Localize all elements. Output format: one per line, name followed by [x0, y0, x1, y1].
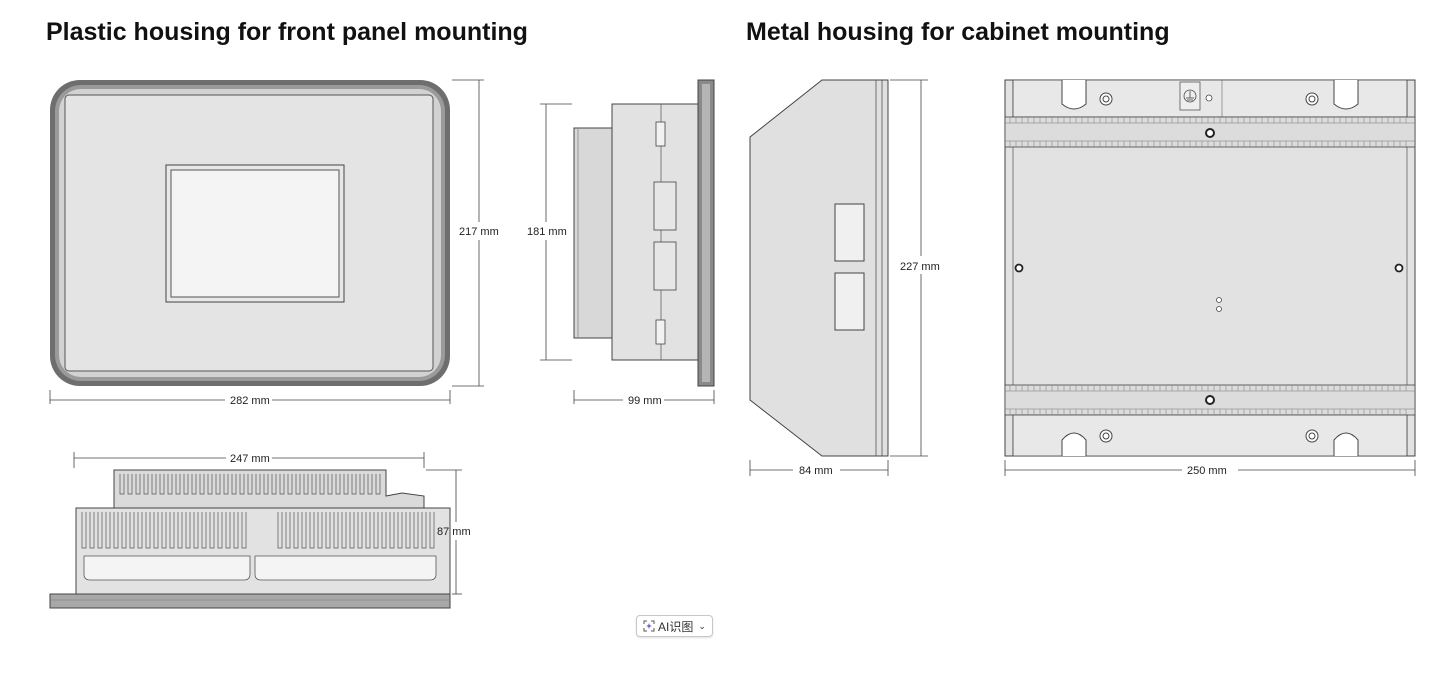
dimension-metal-height: 227 mm: [890, 79, 940, 457]
label-99mm: 99 mm: [628, 395, 662, 407]
dimension-plastic-width: 282 mm: [49, 390, 451, 407]
label-84mm: 84 mm: [799, 465, 833, 477]
label-87mm: 87 mm: [437, 526, 471, 538]
label-250mm: 250 mm: [1187, 465, 1227, 477]
label-247mm: 247 mm: [230, 453, 270, 465]
dimension-plastic-height: 217 mm: [452, 79, 499, 387]
dimension-side-depth: 99 mm: [573, 390, 715, 407]
plastic-front-view: [50, 80, 450, 386]
dimension-bottom-width: 247 mm: [73, 452, 425, 468]
label-282mm: 282 mm: [230, 395, 270, 407]
dimension-metal-width: 250 mm: [1004, 460, 1416, 477]
chevron-down-icon: ⌄: [698, 620, 706, 631]
scan-sparkle-icon: [643, 620, 655, 632]
plastic-side-view: [573, 79, 715, 387]
label-227mm: 227 mm: [900, 261, 940, 273]
dimension-metal-depth: 84 mm: [749, 460, 889, 477]
label-181mm: 181 mm: [527, 226, 567, 238]
plastic-bottom-view: [49, 469, 451, 609]
ai-button-label: AI识图: [658, 619, 694, 634]
dimension-bottom-depth: 87 mm: [426, 469, 471, 595]
dimension-side-height: 181 mm: [527, 103, 572, 361]
metal-side-view: [749, 79, 889, 457]
metal-housing-title: Metal housing for cabinet mounting: [746, 18, 1170, 46]
label-217mm: 217 mm: [459, 226, 499, 238]
plastic-housing-title: Plastic housing for front panel mounting: [46, 18, 528, 46]
metal-front-view: [1004, 79, 1416, 457]
ai-image-recognition-button[interactable]: AI识图 ⌄: [636, 615, 713, 637]
